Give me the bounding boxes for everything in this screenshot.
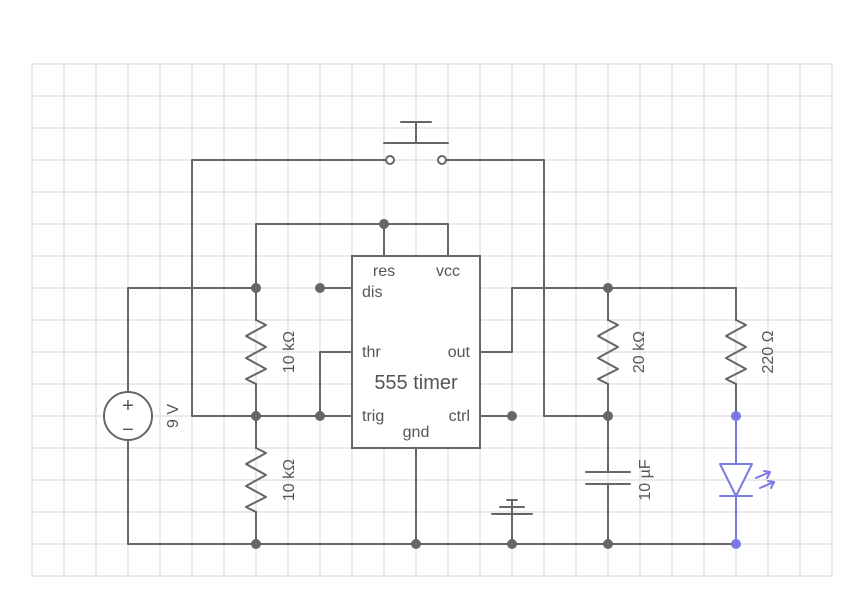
junction-node — [411, 539, 421, 549]
junction-node — [603, 411, 613, 421]
capacitor-label: 10 µF — [637, 459, 654, 500]
resistor-mid-label: 20 kΩ — [631, 331, 648, 373]
pin-dis-label: dis — [362, 284, 382, 301]
junction-node — [315, 411, 325, 421]
battery[interactable]: + − 9 V — [103, 391, 182, 441]
wires — [127, 159, 737, 545]
pin-gnd-label: gnd — [403, 424, 430, 441]
junction-node — [507, 539, 517, 549]
resistor-led[interactable]: 220 Ω — [725, 319, 777, 385]
pin-trig-label: trig — [362, 408, 384, 425]
capacitor[interactable]: 10 µF — [585, 459, 654, 501]
resistor-bottom-label: 10 kΩ — [281, 459, 298, 501]
resistor-top-label: 10 kΩ — [281, 331, 298, 373]
junction-node — [603, 539, 613, 549]
led[interactable] — [719, 463, 775, 497]
pin-vcc-label: vcc — [436, 263, 460, 280]
timer-title: 555 timer — [374, 372, 458, 394]
resistor-top[interactable]: 10 kΩ — [245, 319, 298, 385]
push-button-switch[interactable] — [383, 121, 449, 165]
resistor-bottom[interactable]: 10 kΩ — [245, 447, 298, 513]
resistor-mid[interactable]: 20 kΩ — [597, 319, 648, 385]
junction-node — [251, 539, 261, 549]
junction-node — [379, 219, 389, 229]
pin-ctrl-label: ctrl — [449, 408, 470, 425]
junction-node — [603, 283, 613, 293]
battery-label: 9 V — [165, 404, 182, 428]
junction-node — [315, 283, 325, 293]
junction-node — [731, 411, 741, 421]
ground-icon — [491, 499, 533, 515]
pin-res-label: res — [373, 263, 395, 280]
pin-thr-label: thr — [362, 344, 381, 361]
pin-out-label: out — [448, 344, 471, 361]
battery-plus-sign: + — [122, 395, 134, 417]
timer-ic[interactable]: res vcc dis thr out 555 timer trig ctrl … — [351, 255, 481, 449]
resistor-led-label: 220 Ω — [760, 330, 777, 373]
light-emission-icon — [755, 470, 775, 489]
battery-minus-sign: − — [122, 419, 134, 441]
junction-node — [251, 411, 261, 421]
junction-node — [507, 411, 517, 421]
junction-node — [251, 283, 261, 293]
junction-node — [731, 539, 741, 549]
junction-nodes — [251, 219, 741, 549]
